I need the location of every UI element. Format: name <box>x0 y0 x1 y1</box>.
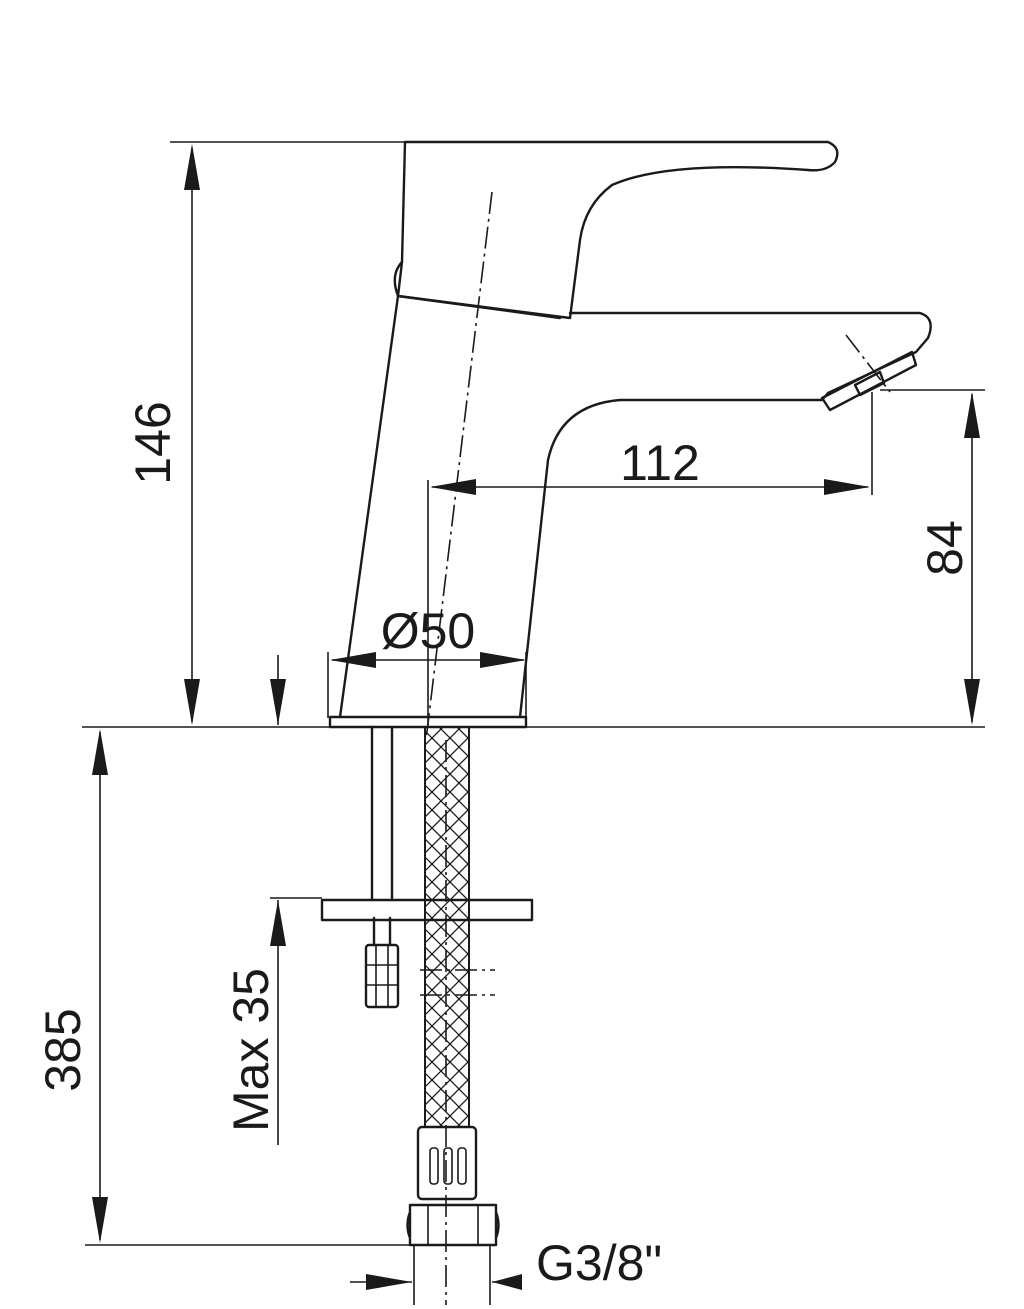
label-spout-reach: 112 <box>620 435 700 491</box>
lever-handle <box>396 140 839 320</box>
dimension-labels: 146 112 84 Ø50 Max 35 385 G3/8" <box>35 401 973 1291</box>
label-base-diameter: Ø50 <box>381 603 476 659</box>
aerator <box>820 350 918 412</box>
dimension-lines <box>92 144 980 1290</box>
connection-nut <box>406 1203 500 1247</box>
fixing-nut <box>364 943 400 1009</box>
label-max-deck-thickness: Max 35 <box>223 968 279 1132</box>
body-cylinder <box>338 260 404 719</box>
label-spout-height: 84 <box>917 520 973 576</box>
center-lines <box>420 191 891 1305</box>
label-hose-length: 385 <box>35 1008 91 1091</box>
spout <box>518 311 932 719</box>
hose-ferrule <box>416 1125 478 1201</box>
braided-hose <box>424 726 470 1128</box>
below-deck-assembly <box>320 725 534 1247</box>
label-connection-thread: G3/8" <box>536 1235 662 1291</box>
extension-lines <box>82 141 985 1305</box>
label-total-height: 146 <box>125 401 181 484</box>
